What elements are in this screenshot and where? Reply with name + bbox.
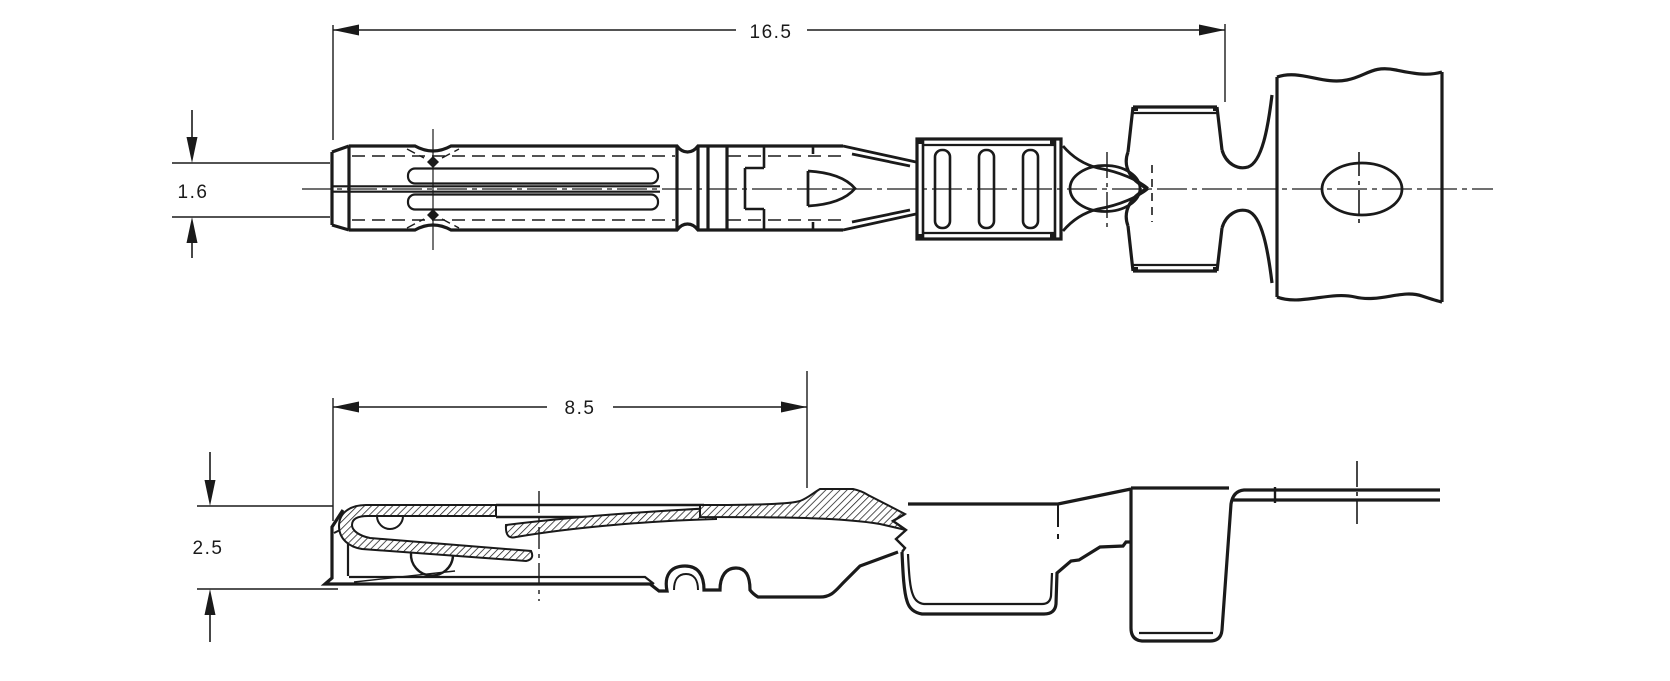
carrier-strip [1275, 67, 1444, 304]
dimensions: 16.5 1.6 8.5 [172, 22, 1226, 642]
dim-label-bore: 1.6 [178, 182, 209, 203]
arrowhead-left [333, 401, 359, 413]
dimension-bore: 1.6 [172, 110, 330, 258]
hidden-lines [352, 155, 842, 221]
socket-body-outline [330, 144, 917, 232]
dimple-marks [406, 129, 460, 250]
dimension-body-height: 2.5 [193, 452, 338, 642]
dim-label-body-height: 2.5 [193, 538, 224, 559]
arrowhead-down [186, 137, 198, 163]
arrowhead-down [204, 480, 216, 506]
arrowhead-up [204, 589, 216, 615]
spring-section-front [337, 504, 534, 577]
socket-slots [332, 167, 660, 211]
dimension-overall-length: 16.5 [332, 22, 1226, 140]
spring-section-lance [699, 488, 908, 531]
arrowhead-right [1199, 24, 1225, 36]
arrowhead-up [186, 217, 198, 243]
dimension-contact-length: 8.5 [332, 371, 808, 521]
top-view [302, 67, 1493, 304]
arrowhead-right [781, 401, 807, 413]
arrowhead-left [333, 24, 359, 36]
section-view [320, 461, 1440, 643]
dim-label-contact-length: 8.5 [565, 398, 596, 419]
dim-label-overall-length: 16.5 [750, 22, 793, 43]
rear-block [1124, 94, 1274, 284]
spring-section-rear-arm [504, 506, 717, 539]
rear-profile [890, 461, 1440, 643]
